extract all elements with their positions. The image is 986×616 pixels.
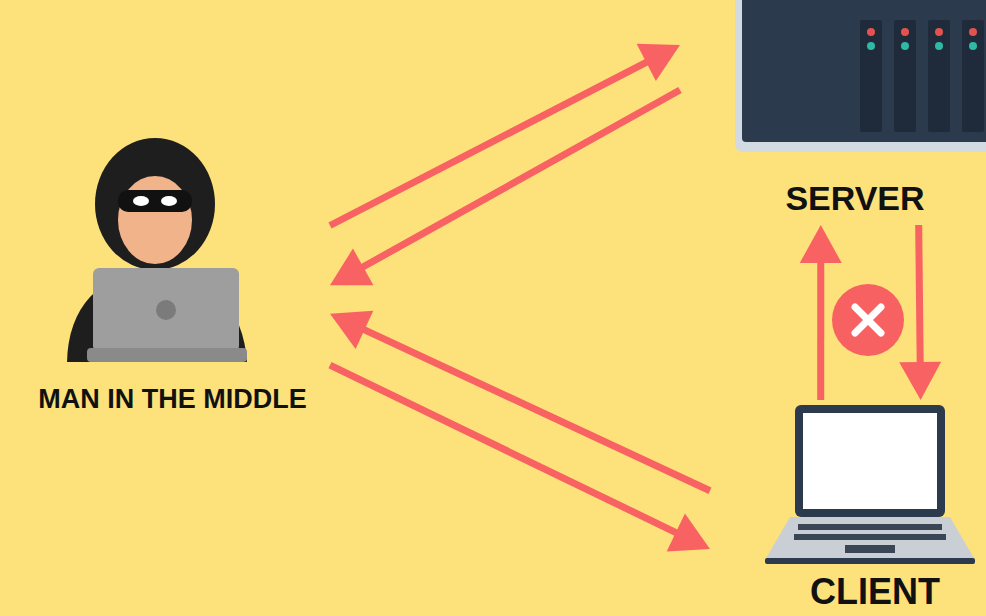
arrow-line xyxy=(919,225,921,370)
drive-slot xyxy=(894,20,916,132)
arrow-connector xyxy=(330,90,680,285)
led-red xyxy=(901,28,909,36)
server-node: SERVER xyxy=(680,0,986,225)
hacker-eye xyxy=(161,196,177,206)
node-label: MAN IN THE MIDDLE xyxy=(15,385,330,415)
server-drives xyxy=(860,20,984,132)
laptop-touchpad xyxy=(845,545,895,553)
arrow-line xyxy=(817,255,824,400)
blocked-cross xyxy=(855,307,881,333)
laptop-keys xyxy=(794,534,946,540)
laptop-keys xyxy=(798,524,942,530)
server-rack xyxy=(680,0,986,160)
arrow-head xyxy=(899,362,941,400)
arrow-connector xyxy=(899,225,941,400)
arrow-connector xyxy=(330,44,680,226)
drive-slot xyxy=(962,20,984,132)
server-body xyxy=(742,0,986,142)
laptop-screen-frame xyxy=(795,405,945,517)
arrow-line xyxy=(330,59,653,226)
arrow-head xyxy=(667,514,710,552)
attacker-node: MAN IN THE MIDDLE xyxy=(15,140,330,425)
arrow-line xyxy=(357,90,680,271)
arrow-head xyxy=(330,311,373,349)
led-red xyxy=(935,28,943,36)
arrow-head xyxy=(637,44,680,81)
arrow-connector xyxy=(330,365,710,551)
arrow-connector xyxy=(330,311,710,491)
hacker-laptop xyxy=(93,268,239,352)
hacker-face xyxy=(118,176,192,264)
led-teal xyxy=(935,42,943,50)
led-teal xyxy=(867,42,875,50)
node-label: SERVER xyxy=(740,180,970,217)
led-teal xyxy=(901,42,909,50)
laptop-base xyxy=(87,348,247,362)
arrow-head xyxy=(330,248,373,285)
led-teal xyxy=(969,42,977,50)
server-frame xyxy=(735,0,986,152)
laptop-screen xyxy=(803,413,937,509)
hacker-eye xyxy=(133,196,149,206)
arrow-head xyxy=(800,225,842,263)
blocked-symbol xyxy=(830,282,906,358)
hacker-body xyxy=(67,266,247,362)
blocked-circle xyxy=(832,284,904,356)
led-red xyxy=(969,28,977,36)
arrow-line xyxy=(330,365,683,536)
laptop-keyboard xyxy=(765,517,975,560)
led-red xyxy=(867,28,875,36)
laptop-edge xyxy=(765,558,975,564)
hacker-mask xyxy=(118,190,192,212)
drive-slot xyxy=(860,20,882,132)
client-node: CLIENT xyxy=(710,400,980,616)
client-laptop xyxy=(710,400,980,570)
node-label: CLIENT xyxy=(750,572,986,612)
hacker-hood xyxy=(95,138,215,270)
drive-slot xyxy=(928,20,950,132)
arrow-connector xyxy=(800,225,842,400)
laptop-logo xyxy=(156,300,176,320)
hacker-figure xyxy=(15,140,335,380)
